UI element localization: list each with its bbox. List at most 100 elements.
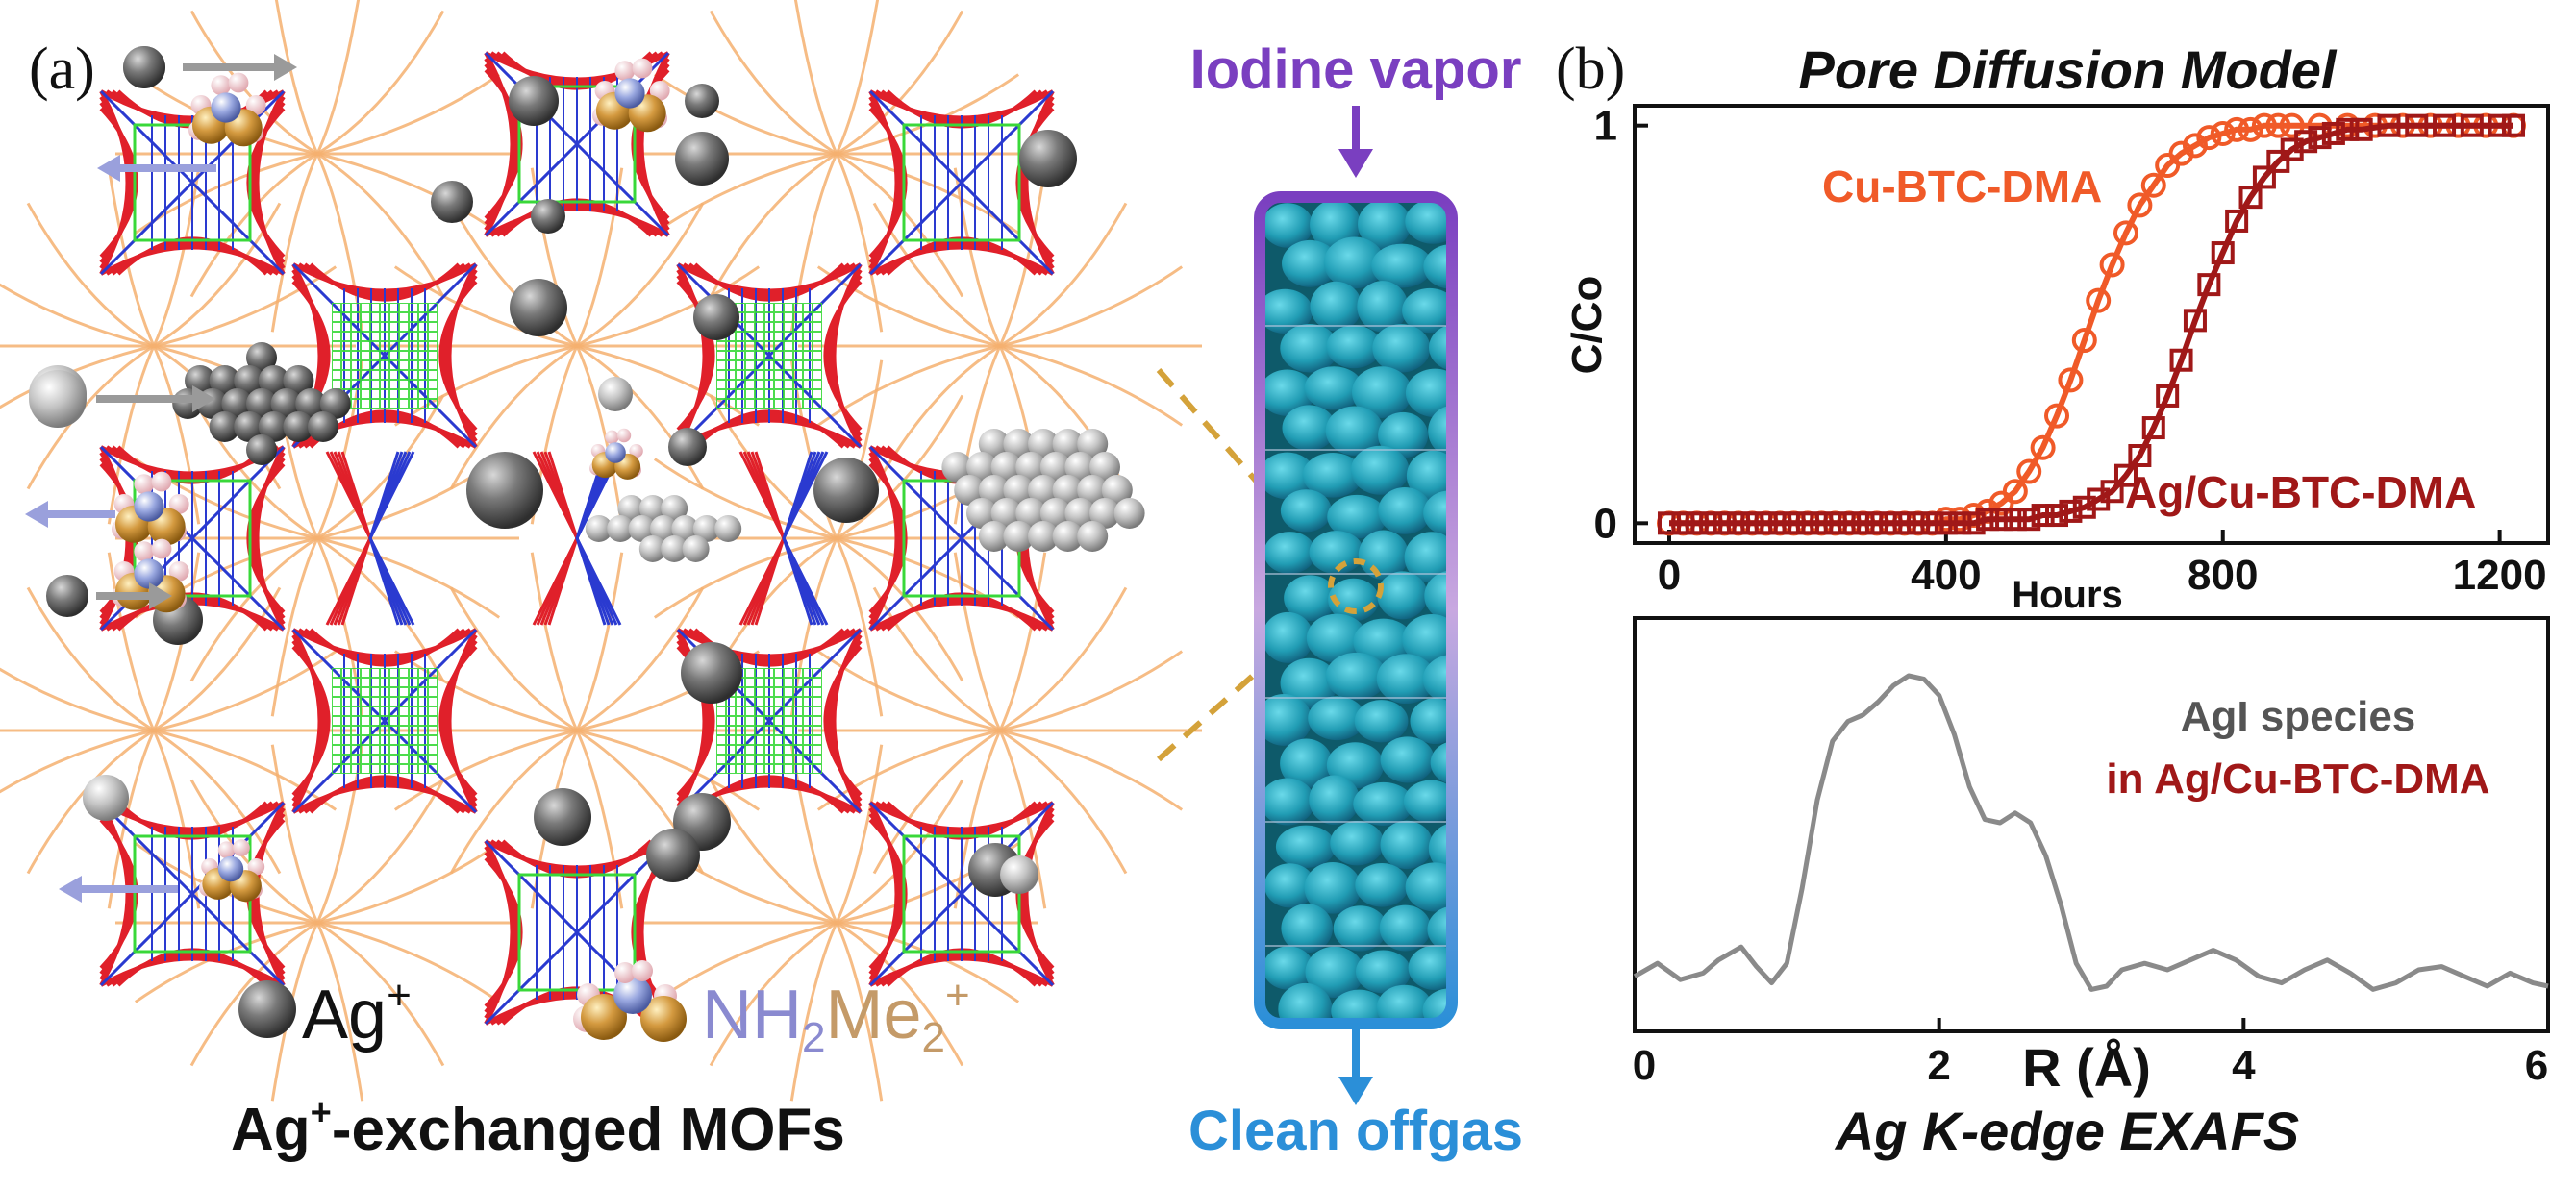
x-tick-label: 400 — [1911, 552, 1981, 599]
guest-molecules — [25, 46, 1145, 903]
mof-cage — [484, 51, 670, 237]
data-point — [2308, 126, 2332, 150]
data-point — [2183, 309, 2207, 333]
legend-nh: NH — [702, 977, 802, 1053]
ag-ion — [83, 775, 129, 821]
x-tick-label: 1200 — [2453, 552, 2547, 599]
data-point — [2113, 463, 2138, 487]
breakthrough-x-axis-label: Hours — [2012, 574, 2123, 616]
data-point — [2238, 186, 2263, 210]
ag-ion — [646, 829, 700, 882]
data-point — [1879, 511, 1903, 535]
data-point — [1657, 511, 1681, 535]
data-point — [2059, 499, 2083, 523]
data-point — [1864, 511, 1888, 535]
breakthrough-y-axis-label: C/Co — [1563, 276, 1611, 375]
data-point — [2405, 113, 2429, 137]
data-point — [2058, 367, 2084, 393]
ag-ion — [509, 76, 559, 126]
data-point — [1685, 511, 1709, 535]
data-point — [1810, 511, 1834, 535]
dma-molecule — [589, 428, 643, 480]
data-point — [1740, 511, 1764, 535]
data-point — [2182, 133, 2208, 159]
data-point — [2168, 140, 2194, 166]
ag-cluster — [172, 342, 351, 465]
panel-a-label: (a) — [29, 37, 95, 102]
legend-nh-sub: 2 — [802, 1014, 825, 1061]
data-point — [2045, 504, 2069, 528]
data-point — [2002, 479, 2028, 505]
mof-cage — [325, 451, 415, 626]
data-point — [2100, 480, 2124, 504]
data-point — [2238, 116, 2263, 142]
agi-nanoparticle — [941, 429, 1145, 552]
ag-ion — [1000, 855, 1038, 894]
data-point — [2086, 287, 2112, 313]
data-point — [1699, 511, 1723, 535]
ag-ion — [693, 294, 739, 340]
data-point — [2127, 192, 2153, 218]
x-tick-label: 0 — [1633, 1042, 1656, 1089]
series-label-ag-cu-btc-dma: Ag/Cu-BTC-DMA — [2125, 467, 2476, 517]
data-point — [1782, 511, 1806, 535]
data-point — [1948, 511, 1972, 535]
ag-cluster — [585, 495, 742, 562]
inlet-arrow — [1338, 106, 1373, 178]
data-point — [1934, 511, 1958, 535]
ag-ion — [675, 132, 729, 186]
panel-b-label: (b) — [1556, 37, 1625, 102]
data-point — [1838, 511, 1862, 535]
migration-arrow — [96, 385, 215, 412]
dma-molecule — [592, 58, 670, 133]
dma-molecule — [112, 471, 189, 546]
data-point — [2294, 130, 2318, 154]
data-point — [2071, 328, 2097, 354]
legend-ag-text: Ag — [302, 977, 387, 1053]
data-point — [1823, 511, 1847, 535]
data-point — [1962, 511, 1986, 535]
data-point — [2030, 434, 2056, 460]
ag-ion — [46, 575, 88, 617]
data-point — [2460, 113, 2484, 137]
x-tick-label: 6 — [2525, 1042, 2548, 1089]
migration-arrow — [25, 501, 115, 528]
data-point — [2265, 112, 2291, 138]
ag-ion — [466, 452, 543, 529]
ag-ion — [123, 46, 165, 88]
ag-ion — [685, 84, 719, 118]
ag-ion — [598, 377, 633, 411]
data-point — [1671, 511, 1695, 535]
dma-molecule — [199, 839, 265, 903]
migration-arrow — [59, 876, 178, 903]
mof-cage — [532, 451, 622, 626]
data-point — [2377, 113, 2401, 137]
ag-ion — [668, 428, 707, 466]
series-label-cu-btc-dma: Cu-BTC-DMA — [1822, 161, 2102, 211]
data-point — [2210, 120, 2236, 146]
bottom-chart-title: Ag K-edge EXAFS — [1834, 1101, 2299, 1161]
data-point — [2196, 125, 2222, 151]
data-point — [2140, 172, 2166, 198]
ag-ion — [29, 370, 87, 428]
data-point — [1768, 511, 1792, 535]
data-point — [2017, 508, 2041, 532]
data-point — [1795, 511, 1819, 535]
data-point — [2003, 508, 2027, 532]
x-tick-label: 4 — [2232, 1042, 2256, 1089]
data-point — [2141, 416, 2165, 440]
ag-ion — [531, 199, 565, 234]
exafs-annotation-line1: AgI species — [2181, 693, 2416, 740]
y-tick-label: 0 — [1594, 500, 1617, 547]
migration-arrow — [96, 582, 172, 609]
ag-ion-icon — [238, 980, 296, 1038]
mof-cage — [868, 89, 1055, 276]
migration-arrow — [183, 54, 297, 81]
data-point — [1976, 508, 2000, 532]
data-point — [2349, 117, 2373, 141]
outlet-arrow — [1338, 1028, 1373, 1105]
legend-ag-sup: + — [387, 972, 412, 1019]
data-point — [1892, 511, 1916, 535]
